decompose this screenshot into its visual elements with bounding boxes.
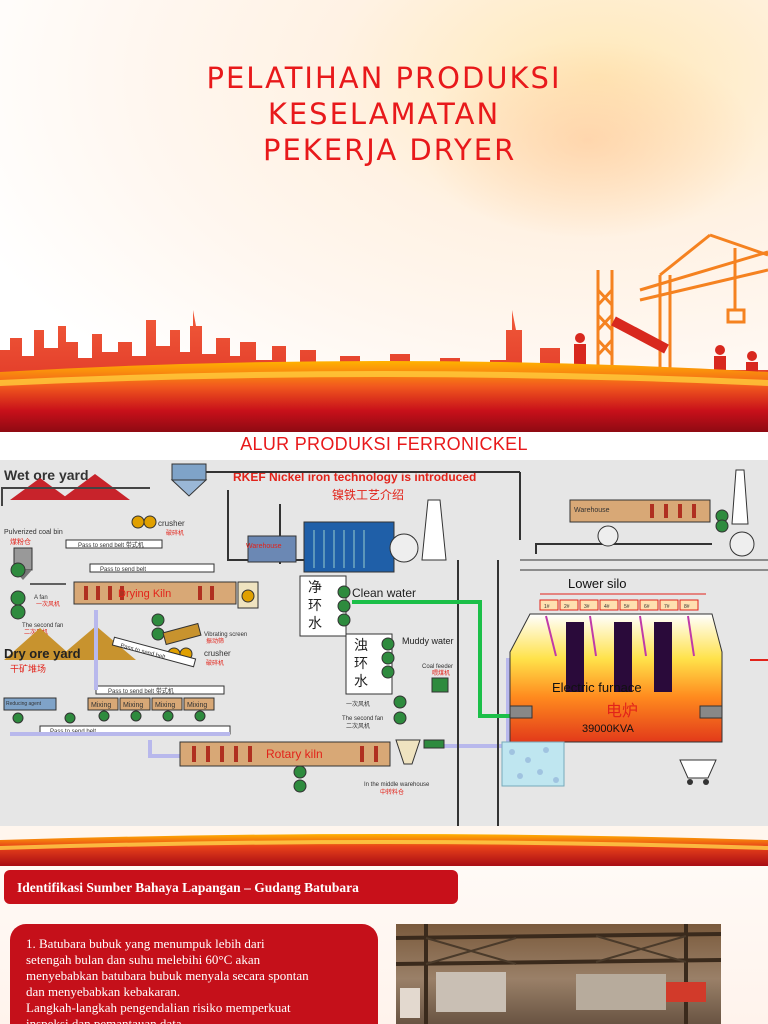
chimney-icon [731, 469, 749, 525]
hazard-line-5: Langkah-langkah pengendalian risiko memp… [26, 1000, 291, 1015]
pulverized-coal-bin-label: Pulverized coal bin [4, 529, 63, 536]
svg-text:喂煤机: 喂煤机 [432, 669, 450, 677]
svg-text:1#: 1# [544, 604, 550, 610]
title-line-2: KESELAMATAN [267, 97, 501, 131]
svg-text:3#: 3# [584, 604, 590, 610]
coal-feeder-label: Coal feeder [422, 664, 453, 670]
svg-text:净: 净 [308, 579, 322, 595]
hazard-line-2: setengah bulan dan suhu melebihi 60°C ak… [26, 952, 261, 967]
warehouse-right-label: Warehouse [574, 507, 610, 514]
rotary-kiln [179, 741, 391, 767]
hazard-header: Identifikasi Sumber Bahaya Lapangan – Gu… [4, 870, 458, 904]
drying-kiln-label: Drying Kiln [118, 588, 171, 600]
svg-text:水: 水 [308, 615, 322, 631]
fan-icon [10, 604, 26, 620]
ferronickel-process-diagram: RKEF Nickel iron technology is introduce… [0, 460, 768, 826]
wet-ore-pile-icon [10, 474, 130, 500]
fan-icon [10, 562, 26, 578]
crane-icon [596, 233, 768, 380]
drying-kiln [73, 581, 237, 605]
svg-text:浊: 浊 [354, 637, 368, 653]
diagram-header-cn: 镍铁工艺介绍 [332, 488, 404, 502]
lower-silo-label: Lower silo [568, 576, 627, 591]
rotary-kiln-label: Rotary kiln [266, 747, 323, 761]
svg-text:二次风机: 二次风机 [346, 722, 370, 730]
svg-text:2#: 2# [564, 604, 570, 610]
muddy-water-label: Muddy water [402, 636, 454, 646]
conveyor-belts: Pass to send belt 带式机 Pass to send belt [65, 539, 215, 573]
svg-text:水: 水 [354, 673, 368, 689]
dry-ore-pile-icon [4, 626, 136, 660]
svg-text:Reducing agent: Reducing agent [6, 701, 42, 707]
svg-text:The second fan: The second fan [22, 623, 63, 629]
hazard-line-4: dan menyebabkan kebakaran. [26, 984, 181, 999]
fan-icon [10, 590, 26, 606]
hazard-line-6: inspeksi dan pemantauan data. [26, 1016, 185, 1024]
svg-text:环: 环 [308, 597, 322, 613]
svg-text:8#: 8# [684, 604, 690, 610]
svg-text:4#: 4# [604, 604, 610, 610]
svg-text:Mixing: Mixing [155, 702, 175, 709]
diagram-header-en: RKEF Nickel iron technology is introduce… [233, 470, 476, 484]
crusher-top-label: crusher [158, 519, 185, 528]
vibrating-screen-label: Vibrating screen [204, 632, 247, 638]
svg-text:Mixing: Mixing [123, 702, 143, 709]
section-title: ALUR PRODUKSI FERRONICKEL [240, 434, 528, 454]
warehouse-left-label: Warehouse [246, 543, 282, 550]
chimney-icon [421, 499, 447, 561]
svg-text:煤粉仓: 煤粉仓 [10, 537, 31, 546]
svg-text:中转料仓: 中转料仓 [380, 788, 404, 796]
svg-text:Pass to send belt 带式机: Pass to send belt 带式机 [108, 687, 174, 695]
svg-text:Mixing: Mixing [187, 702, 207, 709]
red-ribbon-divider [0, 826, 768, 866]
svg-text:5#: 5# [624, 604, 630, 610]
svg-text:一次风机: 一次风机 [346, 700, 370, 708]
svg-text:一次风机: 一次风机 [36, 600, 60, 608]
mixing-bins: Mixing Mixing Mixing Mixing [87, 697, 215, 722]
svg-text:Mixing: Mixing [91, 702, 111, 709]
title-line-3: PEKERJA DRYER [251, 133, 517, 167]
hazard-description-box: 1. Batubara bubuk yang menumpuk lebih da… [10, 924, 378, 1024]
clean-water-label: Clean water [352, 586, 416, 600]
hazard-line-3: menyebabkan batubara bubuk menyala secar… [26, 968, 309, 983]
svg-text:破碎机: 破碎机 [206, 659, 224, 667]
electric-furnace-label: Electric furnace [552, 680, 642, 695]
svg-text:环: 环 [354, 655, 368, 671]
svg-text:Pass to send belt: Pass to send belt [100, 567, 146, 573]
crusher-mid-label: crusher [204, 649, 231, 658]
dust-collector [303, 521, 395, 573]
hazard-slide: Identifikasi Sumber Bahaya Lapangan – Gu… [0, 866, 768, 1024]
city-skyline-illustration [0, 233, 768, 432]
svg-text:39000KVA: 39000KVA [582, 723, 634, 735]
title-slide: PELATIHAN PRODUKSI KESELAMATAN PEKERJA D… [0, 0, 768, 432]
middle-warehouse-label: In the middle warehouse [364, 782, 430, 788]
svg-text:6#: 6# [644, 604, 650, 610]
svg-text:The second fan: The second fan [342, 716, 383, 722]
svg-text:振动筛: 振动筛 [206, 637, 224, 645]
svg-text:电炉: 电炉 [606, 702, 638, 720]
title-line-1: PELATIHAN PRODUKSI [206, 61, 562, 95]
svg-text:Pass to send belt 带式机: Pass to send belt 带式机 [78, 541, 144, 549]
slide-title: PELATIHAN PRODUKSI KESELAMATAN PEKERJA D… [0, 60, 768, 168]
dry-ore-yard-label: Dry ore yard [4, 646, 81, 661]
svg-text:7#: 7# [664, 604, 670, 610]
svg-text:A fan: A fan [34, 595, 48, 601]
hazard-line-1: 1. Batubara bubuk yang menumpuk lebih da… [26, 936, 265, 951]
coal-warehouse-photo [396, 924, 721, 1024]
sun-glow [418, 40, 758, 240]
svg-text:破碎机: 破碎机 [166, 529, 184, 537]
silo-slots: 1# 2# 3# 4# 5# 6# 7# 8# [539, 599, 699, 611]
svg-text:干矿堆场: 干矿堆场 [10, 663, 46, 674]
wet-ore-yard-label: Wet ore yard [4, 467, 89, 483]
